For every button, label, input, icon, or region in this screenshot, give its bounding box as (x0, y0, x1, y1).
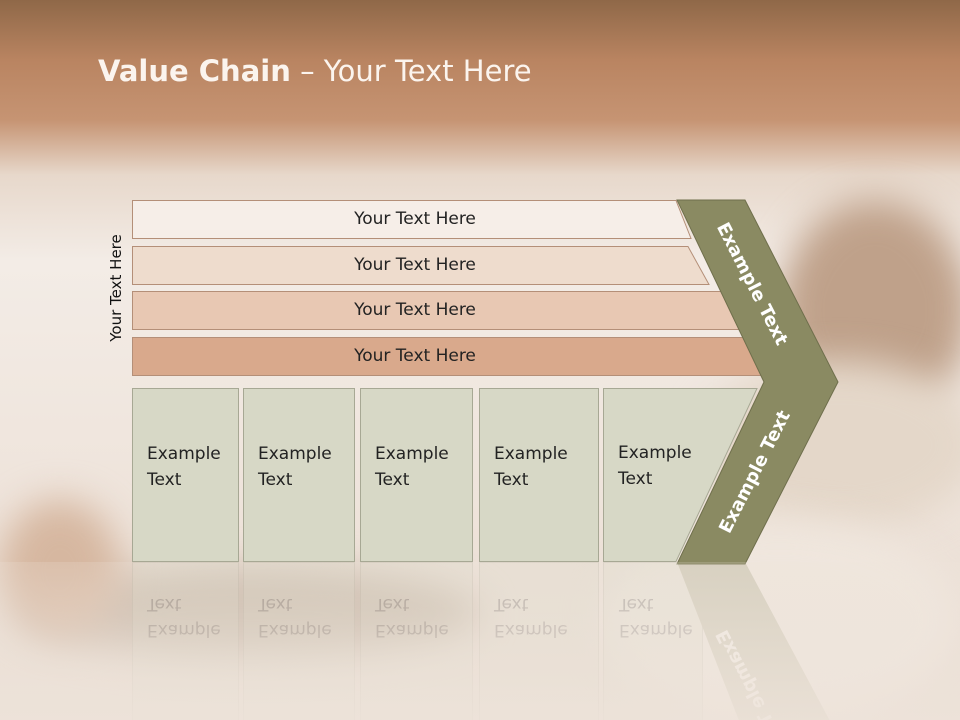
activity-box-5-shape (603, 388, 758, 562)
activity-box-3-label: Example Text (375, 444, 449, 490)
activity-box-1-label: Example Text (147, 444, 221, 490)
slide-title: Value Chain – Your Text Here (98, 54, 532, 88)
bar-2-label: Your Text Here (354, 255, 476, 275)
activity-box-5-label: Example Text (618, 443, 692, 489)
activity-box-4: Example Text (479, 388, 599, 562)
activity-box-1: Example Text (132, 388, 239, 562)
activity-box-2-label: Example Text (258, 444, 332, 490)
activity-box-3: Example Text (360, 388, 473, 562)
title-bold: Value Chain (98, 54, 291, 88)
reflection-fade (0, 562, 960, 720)
activity-box-2: Example Text (243, 388, 355, 562)
bar-4-label: Your Text Here (354, 346, 476, 366)
bar-3-label: Your Text Here (354, 300, 476, 320)
activity-box-4-label: Example Text (494, 444, 568, 490)
activity-box-5: Example Text (603, 388, 703, 562)
title-rest: – Your Text Here (290, 54, 532, 88)
bar-1-label: Your Text Here (354, 209, 476, 229)
